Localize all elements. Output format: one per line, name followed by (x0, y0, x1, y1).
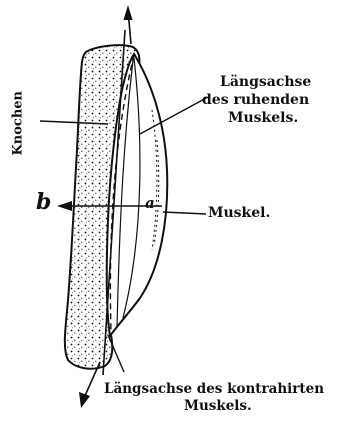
label-point-a: a (145, 194, 155, 212)
label-resting-axis-line3: Muskels. (228, 110, 298, 126)
bottom-arrow-head (79, 392, 90, 408)
label-contracted-axis-line2: Muskels. (184, 398, 252, 414)
label-contracted-axis-line1: Längsachse des kontrahirten (104, 381, 324, 397)
label-resting-axis-line1: Längsachse (220, 74, 311, 90)
label-bone: Knochen (11, 96, 26, 156)
label-arrow-b: b (36, 189, 51, 215)
label-resting-axis-line2: des ruhenden (202, 92, 309, 108)
muscle-leader-line (163, 212, 206, 214)
label-muscle: Muskel. (208, 205, 270, 221)
top-arrow-head (124, 5, 133, 20)
arrow-b-head (57, 201, 72, 211)
